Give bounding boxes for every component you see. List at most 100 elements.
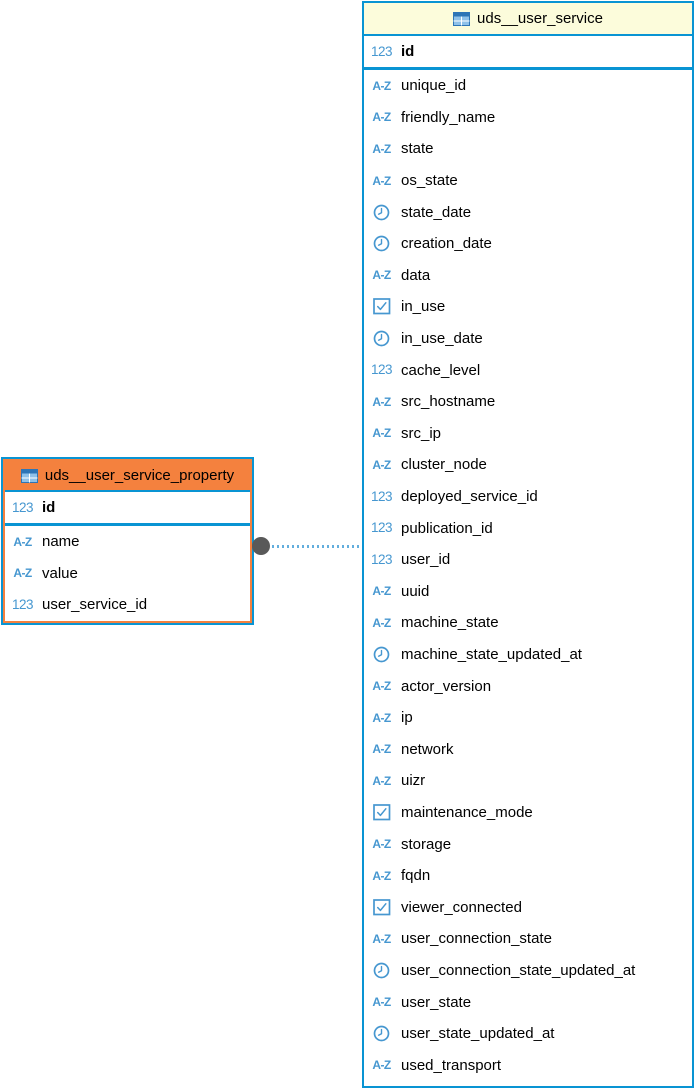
relationship-line[interactable]: [262, 545, 362, 548]
string-type-icon: A-Z: [372, 773, 391, 788]
column-name: viewer_connected: [401, 898, 522, 916]
column-name: creation_date: [401, 235, 492, 253]
column-name: ip: [401, 709, 413, 727]
column-row-machine_state_updated_at[interactable]: machine_state_updated_at: [364, 639, 692, 671]
column-row-maintenance_mode[interactable]: maintenance_mode: [364, 797, 692, 829]
string-type-icon: A-Z: [372, 868, 391, 883]
column-row-user_service_id[interactable]: 123 user_service_id: [5, 589, 250, 621]
string-type-icon: A-Z: [372, 615, 391, 630]
string-type-icon: A-Z: [13, 566, 32, 581]
column-name: cache_level: [401, 361, 481, 379]
column-name: state_date: [401, 203, 472, 221]
column-row-storage[interactable]: A-Z storage: [364, 828, 692, 860]
datetime-type-icon: [369, 646, 394, 663]
column-row-actor_version[interactable]: A-Z actor_version: [364, 670, 692, 702]
column-name: user_connection_state_updated_at: [401, 961, 636, 979]
string-type-icon: A-Z: [372, 394, 391, 409]
number-type-icon: 123: [370, 362, 393, 378]
column-name: user_connection_state: [401, 930, 552, 948]
string-type-icon: A-Z: [372, 268, 391, 283]
column-name: cluster_node: [401, 456, 487, 474]
string-type-icon: A-Z: [372, 457, 391, 472]
string-type-icon: A-Z: [372, 679, 391, 694]
column-name: name: [42, 533, 80, 551]
column-name: state: [401, 140, 434, 158]
table-icon: [20, 468, 38, 483]
string-type-icon: A-Z: [372, 837, 391, 852]
column-name: id: [42, 499, 56, 516]
column-name: src_ip: [401, 424, 442, 442]
column-name: data: [401, 266, 431, 284]
number-type-icon: 123: [11, 597, 34, 613]
column-name: machine_state_updated_at: [401, 645, 582, 663]
column-row-cluster_node[interactable]: A-Z cluster_node: [364, 449, 692, 481]
column-row-state_date[interactable]: state_date: [364, 196, 692, 228]
column-name: in_use_date: [401, 330, 483, 348]
entity-header[interactable]: uds__user_service_property: [5, 461, 250, 492]
boolean-type-icon: [369, 804, 394, 821]
column-row-src_hostname[interactable]: A-Z src_hostname: [364, 386, 692, 418]
string-type-icon: A-Z: [372, 426, 391, 441]
column-name: id: [401, 43, 415, 60]
column-row-in_use_date[interactable]: in_use_date: [364, 323, 692, 355]
primary-key-row-id[interactable]: 123 id: [364, 36, 692, 70]
column-row-user_state_updated_at[interactable]: user_state_updated_at: [364, 1018, 692, 1050]
datetime-type-icon: [369, 204, 394, 221]
column-name: publication_id: [401, 519, 493, 537]
column-row-src_ip[interactable]: A-Z src_ip: [364, 418, 692, 450]
column-name: friendly_name: [401, 108, 496, 126]
string-type-icon: A-Z: [372, 1058, 391, 1073]
entity-header[interactable]: uds__user_service: [364, 3, 692, 36]
column-row-deployed_service_id[interactable]: 123 deployed_service_id: [364, 481, 692, 513]
column-name: user_state: [401, 993, 472, 1011]
primary-key-section: 123 id: [364, 36, 692, 70]
column-name: maintenance_mode: [401, 803, 533, 821]
column-row-user_connection_state_updated_at[interactable]: user_connection_state_updated_at: [364, 955, 692, 987]
string-type-icon: A-Z: [372, 710, 391, 725]
string-type-icon: A-Z: [372, 742, 391, 757]
column-name: unique_id: [401, 77, 467, 95]
column-name: user_id: [401, 551, 451, 569]
column-row-in_use[interactable]: in_use: [364, 291, 692, 323]
number-type-icon: 123: [370, 488, 393, 504]
boolean-type-icon: [369, 298, 394, 315]
column-name: actor_version: [401, 677, 492, 695]
relationship-endpoint-dot[interactable]: [252, 537, 270, 555]
table-icon: [453, 11, 471, 26]
number-type-icon: 123: [370, 43, 393, 59]
column-row-ip[interactable]: A-Z ip: [364, 702, 692, 734]
column-row-cache_level[interactable]: 123 cache_level: [364, 354, 692, 386]
column-name: deployed_service_id: [401, 488, 538, 506]
column-name: user_service_id: [42, 596, 148, 614]
column-row-creation_date[interactable]: creation_date: [364, 228, 692, 260]
column-name: storage: [401, 835, 452, 853]
column-row-data[interactable]: A-Z data: [364, 260, 692, 292]
column-name: in_use: [401, 298, 446, 316]
datetime-type-icon: [369, 330, 394, 347]
string-type-icon: A-Z: [372, 141, 391, 156]
column-row-state[interactable]: A-Z state: [364, 133, 692, 165]
column-name: src_hostname: [401, 393, 496, 411]
column-row-viewer_connected[interactable]: viewer_connected: [364, 891, 692, 923]
column-name: os_state: [401, 172, 458, 190]
